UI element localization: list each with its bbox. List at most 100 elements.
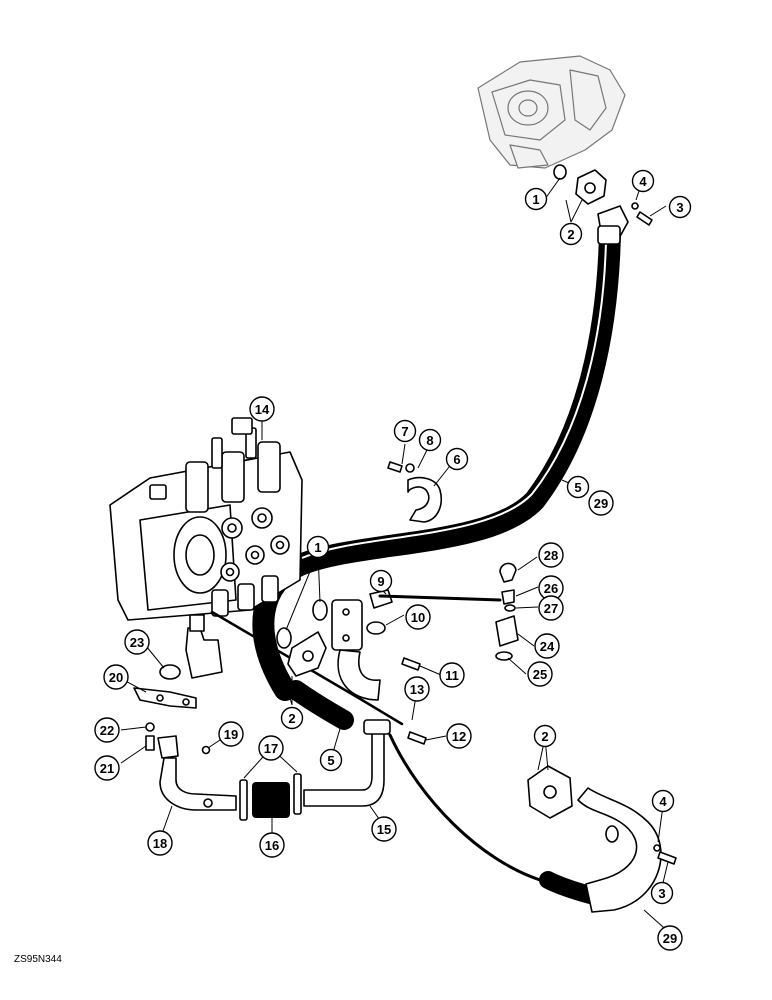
callout-ring: [668, 195, 692, 219]
callout-label: 2: [288, 711, 295, 726]
callout-label: 12: [452, 729, 466, 744]
callout-label: 25: [533, 667, 547, 682]
callout-label: 3: [658, 886, 665, 901]
callout-16: 16: [259, 832, 285, 858]
callout-1: 1: [524, 187, 548, 211]
callout-ring: [404, 676, 430, 702]
callout-label: 1: [314, 540, 321, 555]
callout-2: 2: [533, 724, 557, 748]
o-ring-27: [504, 604, 516, 612]
callout-label: 21: [100, 761, 114, 776]
callout-4: 4: [651, 789, 675, 813]
tube-29-detail: [527, 765, 662, 913]
callout-8: 8: [418, 428, 442, 452]
callout-label: 29: [594, 496, 608, 511]
flange-half-20: [133, 687, 197, 709]
callout-label: 2: [567, 227, 574, 242]
callout-ring: [566, 475, 590, 499]
callout-12: 12: [446, 723, 472, 749]
callout-label: 4: [639, 174, 647, 189]
hydraulic-pump: [477, 55, 626, 169]
callout-26: 26: [538, 575, 564, 601]
flange-halves-center: [287, 631, 327, 677]
callout-ring: [258, 735, 284, 761]
callout-9: 9: [369, 569, 393, 593]
callout-ring: [439, 662, 465, 688]
callout-ring: [538, 595, 564, 621]
callout-ring: [445, 447, 469, 471]
callout-ring: [124, 629, 150, 655]
callout-28: 28: [538, 542, 564, 568]
tube-18: [157, 735, 237, 811]
callout-label: 16: [265, 838, 279, 853]
callout-ring: [446, 723, 472, 749]
callout-15: 15: [371, 816, 397, 842]
callout-3: 3: [650, 881, 674, 905]
callout-13: 13: [404, 676, 430, 702]
callout-ring: [147, 830, 173, 856]
o-ring-23: [159, 664, 181, 680]
callout-ring: [533, 724, 557, 748]
callout-label: 24: [540, 639, 555, 654]
callout-label: 5: [327, 753, 334, 768]
callout-22: 22: [94, 717, 120, 743]
callout-ring: [249, 396, 275, 422]
tube-15: [303, 719, 391, 807]
hose-clamp-17a: [239, 779, 248, 821]
callout-14: 14: [249, 396, 275, 422]
callout-label: 19: [224, 727, 238, 742]
callout-ring: [94, 717, 120, 743]
callout-ring: [393, 419, 417, 443]
callout-4: 4: [631, 169, 655, 193]
callout-ring: [524, 187, 548, 211]
washer-pump: [631, 202, 639, 210]
callout-23: 23: [124, 629, 150, 655]
callout-29: 29: [657, 925, 683, 951]
callout-24: 24: [534, 633, 560, 659]
callout-ring: [369, 569, 393, 593]
leader-lines: [119, 177, 673, 936]
callout-ring: [405, 604, 431, 630]
callout-label: 29: [663, 931, 677, 946]
control-valve-14: [109, 417, 303, 679]
flange-half-pump: [575, 169, 607, 205]
washer-22: [145, 722, 155, 732]
callout-label: 8: [426, 433, 433, 448]
callout-ring: [538, 542, 564, 568]
callout-2: 2: [280, 706, 304, 730]
callout-label: 3: [676, 200, 683, 215]
callout-5: 5: [566, 475, 590, 499]
callout-label: 22: [100, 723, 114, 738]
callout-label: 26: [544, 581, 558, 596]
clamp-6: [387, 461, 442, 523]
callout-label: 9: [377, 574, 384, 589]
fitting-28: [499, 562, 517, 583]
callout-ring: [371, 816, 397, 842]
callout-ring: [94, 755, 120, 781]
callout-27: 27: [538, 595, 564, 621]
callout-19: 19: [218, 721, 244, 747]
hose-clamp-17b: [293, 773, 302, 815]
callout-label: 6: [453, 452, 460, 467]
callout-ring: [259, 832, 285, 858]
callout-label: 10: [411, 610, 425, 625]
callout-label: 23: [130, 635, 144, 650]
bolt-lower: [657, 851, 677, 865]
adapter-24: [495, 615, 519, 647]
callout-ring: [650, 881, 674, 905]
callout-ring: [418, 428, 442, 452]
callout-5: 5: [319, 748, 343, 772]
o-ring-pair: [276, 599, 328, 649]
callout-ring: [218, 721, 244, 747]
bolt-12: [407, 731, 427, 745]
callout-ring: [559, 222, 583, 246]
callout-label: 20: [109, 670, 123, 685]
bolt-21: [145, 735, 155, 751]
callout-label: 27: [544, 601, 558, 616]
callout-label: 2: [541, 729, 548, 744]
fitting-26: [501, 589, 515, 605]
callout-label: 13: [410, 682, 424, 697]
callout-ring: [631, 169, 655, 193]
